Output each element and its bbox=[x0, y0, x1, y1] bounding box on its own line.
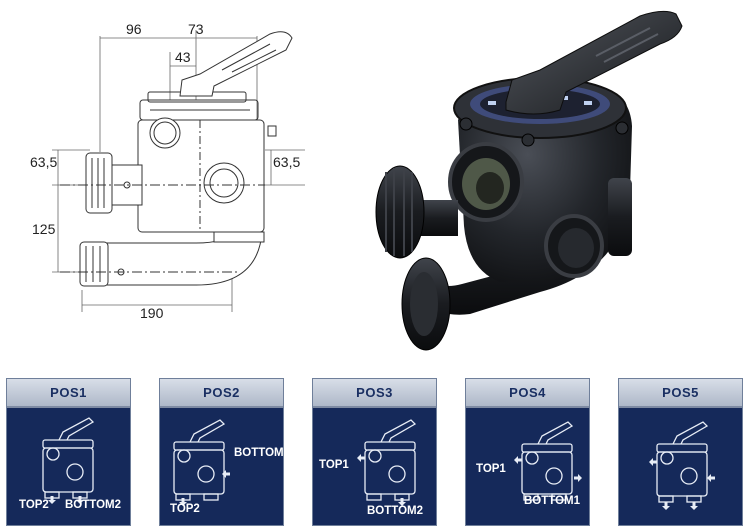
position-card-pos3: POS3 TOP1 BOTTOM2 bbox=[312, 378, 437, 526]
position-card-pos2: POS2 BOTTOM1 TOP2 bbox=[159, 378, 284, 526]
technical-drawing bbox=[52, 30, 305, 312]
port-label-top2: TOP2 bbox=[170, 503, 200, 515]
position-cards: POS1 TOP2 BOTTOM2 POS2 bbox=[0, 378, 750, 528]
valve-diagram-icon bbox=[357, 419, 417, 506]
position-title: POS5 bbox=[619, 379, 742, 408]
position-title: POS3 bbox=[313, 379, 436, 408]
dimension-63-5-left: 63,5 bbox=[30, 154, 57, 170]
position-card-pos1: POS1 TOP2 BOTTOM2 bbox=[6, 378, 131, 526]
valve-diagram-icon bbox=[514, 421, 582, 501]
position-title: POS2 bbox=[160, 379, 283, 408]
port-label-bottom1: BOTTOM1 bbox=[234, 447, 284, 459]
position-card-pos5: POS5 bbox=[618, 378, 743, 526]
port-label-bottom2: BOTTOM2 bbox=[65, 499, 122, 511]
port-label-top1: TOP1 bbox=[319, 459, 349, 471]
dimension-63-5-right: 63,5 bbox=[273, 154, 300, 170]
valve-illustration: 96 73 43 63,5 63,5 125 190 bbox=[30, 10, 683, 351]
dimension-190: 190 bbox=[140, 305, 164, 321]
position-card-pos4: POS4 TOP1 BOTTOM1 bbox=[465, 378, 590, 526]
valve-diagram-icon bbox=[173, 419, 230, 506]
port-label-top2: TOP2 bbox=[19, 499, 49, 511]
position-title: POS1 bbox=[7, 379, 130, 408]
valve-diagram-icon bbox=[649, 421, 715, 510]
port-label-bottom2: BOTTOM2 bbox=[367, 505, 424, 517]
position-title: POS4 bbox=[466, 379, 589, 408]
valve-photo bbox=[375, 10, 683, 351]
port-label-bottom1: BOTTOM1 bbox=[524, 495, 581, 507]
port-label-top1: TOP1 bbox=[476, 463, 506, 475]
dimension-125: 125 bbox=[32, 221, 56, 237]
dimension-73: 73 bbox=[188, 21, 204, 37]
dimension-43: 43 bbox=[175, 49, 191, 65]
valve-diagram-icon bbox=[42, 417, 95, 504]
dimension-96: 96 bbox=[126, 21, 142, 37]
